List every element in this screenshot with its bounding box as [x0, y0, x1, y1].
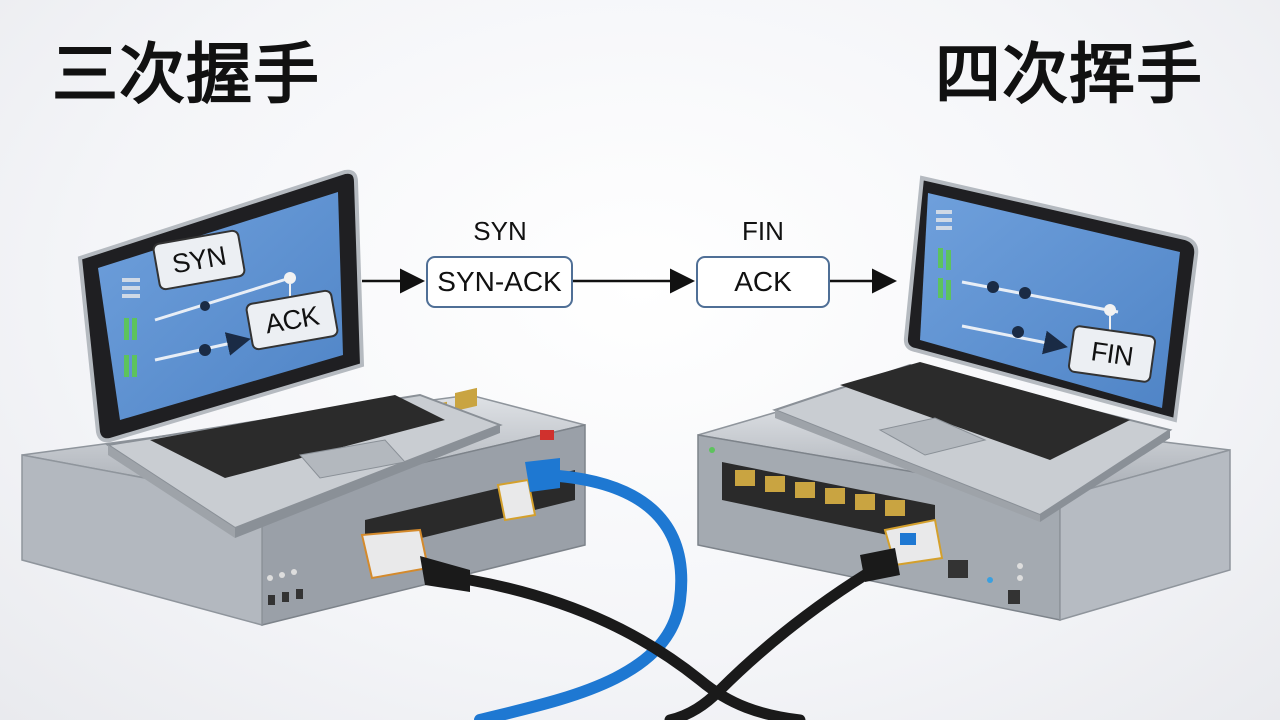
left-touchpad: [299, 439, 406, 479]
black-cable-left: [464, 574, 806, 720]
right-connector-plugs: [860, 518, 944, 582]
blue-cable: [474, 469, 688, 720]
black-cable-right: [664, 554, 896, 720]
title-four-way-handshake: 四次挥手: [935, 36, 1203, 113]
flow-label-syn: SYN: [473, 216, 527, 246]
right-screen-timeline: [961, 280, 1119, 355]
right-screen-sidebar: [936, 210, 952, 300]
right-router-status-leds: [709, 447, 1023, 604]
network-cables: [360, 458, 944, 720]
flow-box-syn-ack: SYN-ACK: [426, 256, 573, 308]
right-router-ports: [722, 462, 935, 545]
left-router-status-leds: [267, 569, 303, 605]
left-connector-plugs: [360, 458, 560, 592]
left-screen-sidebar: [122, 278, 140, 377]
left-router-power-led: [540, 430, 554, 440]
flow-box-ack: ACK: [696, 256, 830, 308]
flow-label-fin: FIN: [742, 216, 784, 246]
title-three-way-handshake: 三次握手: [52, 36, 320, 113]
right-touchpad: [878, 417, 987, 456]
left-keyboard: [150, 395, 445, 478]
right-keyboard: [840, 362, 1130, 460]
